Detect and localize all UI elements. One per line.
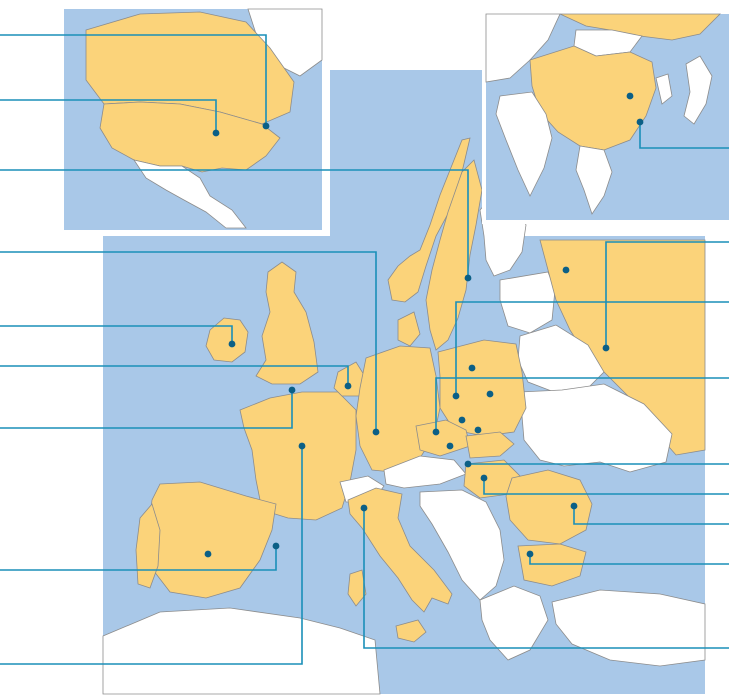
leader-line-16 bbox=[573, 506, 729, 525]
location-marker-14 bbox=[272, 542, 280, 550]
location-marker-15 bbox=[452, 392, 460, 400]
russia bbox=[539, 239, 706, 456]
location-marker-2 bbox=[212, 129, 220, 137]
location-marker-20 bbox=[432, 428, 440, 436]
balkans bbox=[419, 489, 505, 601]
location-marker-4 bbox=[636, 118, 644, 126]
north-africa bbox=[102, 607, 381, 695]
location-marker-19 bbox=[474, 426, 482, 434]
greece bbox=[479, 585, 549, 661]
leader-line-6 bbox=[0, 365, 349, 386]
location-marker-17 bbox=[486, 390, 494, 398]
united-kingdom bbox=[255, 261, 319, 385]
leader-line-9 bbox=[0, 446, 303, 665]
location-marker-22 bbox=[464, 460, 472, 468]
location-marker-25 bbox=[526, 550, 534, 558]
southeast-asia bbox=[575, 145, 613, 215]
italy bbox=[347, 487, 453, 613]
portugal bbox=[135, 503, 161, 589]
location-marker-12 bbox=[298, 442, 306, 450]
india bbox=[495, 91, 553, 197]
location-marker-8 bbox=[228, 340, 236, 348]
location-marker-5 bbox=[464, 274, 472, 282]
location-marker-26 bbox=[360, 504, 368, 512]
location-marker-24 bbox=[570, 502, 578, 510]
east-asia-inset bbox=[482, 10, 729, 224]
leader-line-10 bbox=[639, 122, 729, 149]
mexico bbox=[133, 159, 247, 229]
denmark bbox=[397, 311, 421, 347]
leader-line-18 bbox=[363, 508, 729, 649]
ukraine bbox=[519, 383, 673, 473]
leader-line-1 bbox=[0, 34, 267, 126]
ireland bbox=[205, 317, 249, 363]
romania bbox=[505, 469, 593, 545]
austria bbox=[383, 455, 467, 489]
leader-line-15 bbox=[483, 478, 729, 495]
location-marker-10 bbox=[344, 382, 352, 390]
japan bbox=[683, 55, 713, 125]
poland bbox=[437, 339, 527, 437]
united-states bbox=[99, 101, 281, 173]
leader-line-8 bbox=[0, 546, 277, 571]
leader-line-4 bbox=[0, 251, 377, 432]
location-marker-1 bbox=[262, 122, 270, 130]
location-marker-11 bbox=[372, 428, 380, 436]
bulgaria bbox=[517, 543, 587, 587]
turkey bbox=[551, 589, 706, 667]
location-marker-18 bbox=[458, 416, 466, 424]
location-marker-21 bbox=[446, 442, 454, 450]
location-marker-3 bbox=[626, 92, 634, 100]
leader-line-5 bbox=[0, 325, 233, 344]
leader-line-7 bbox=[0, 390, 293, 429]
location-markers bbox=[204, 92, 644, 558]
sardinia bbox=[347, 569, 367, 607]
leader-line-11 bbox=[605, 241, 729, 348]
russia-east bbox=[559, 13, 721, 41]
sicily bbox=[395, 619, 427, 643]
location-marker-7 bbox=[602, 344, 610, 352]
location-marker-23 bbox=[480, 474, 488, 482]
france bbox=[239, 391, 357, 521]
location-marker-6 bbox=[562, 266, 570, 274]
location-marker-16 bbox=[468, 364, 476, 372]
leader-line-13 bbox=[435, 377, 729, 432]
leader-line-3 bbox=[0, 169, 469, 278]
europe-map bbox=[102, 70, 706, 695]
location-marker-13 bbox=[204, 550, 212, 558]
north-america-inset bbox=[60, 5, 326, 234]
korea bbox=[655, 73, 673, 105]
location-marker-9 bbox=[288, 386, 296, 394]
slovakia bbox=[465, 431, 515, 459]
norway bbox=[387, 137, 471, 303]
leader-line-12 bbox=[455, 301, 729, 396]
leader-line-2 bbox=[0, 99, 217, 133]
